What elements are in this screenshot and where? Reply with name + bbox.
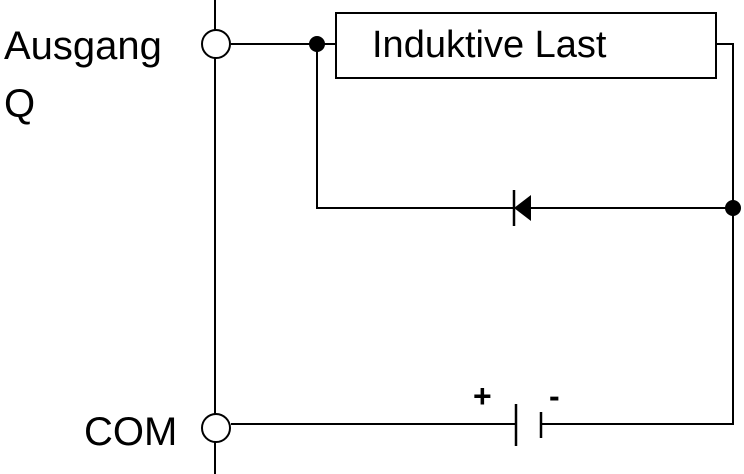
com-terminal (201, 413, 231, 443)
com-label: COM (84, 410, 178, 454)
wire-diode-left (316, 44, 515, 209)
battery-minus-label: - (549, 378, 560, 414)
inductive-load-box (335, 12, 717, 79)
diode-symbol (514, 195, 531, 221)
output-label-line2: Q (4, 82, 36, 126)
junction-dot-left (309, 36, 325, 52)
output-terminal (201, 29, 231, 59)
wire-load-to-battery (541, 43, 734, 425)
load-label: Induktive Last (372, 24, 607, 66)
battery-plus-label: + (473, 378, 492, 414)
output-label-line1: Ausgang (4, 24, 162, 68)
junction-dot-right (725, 200, 741, 216)
